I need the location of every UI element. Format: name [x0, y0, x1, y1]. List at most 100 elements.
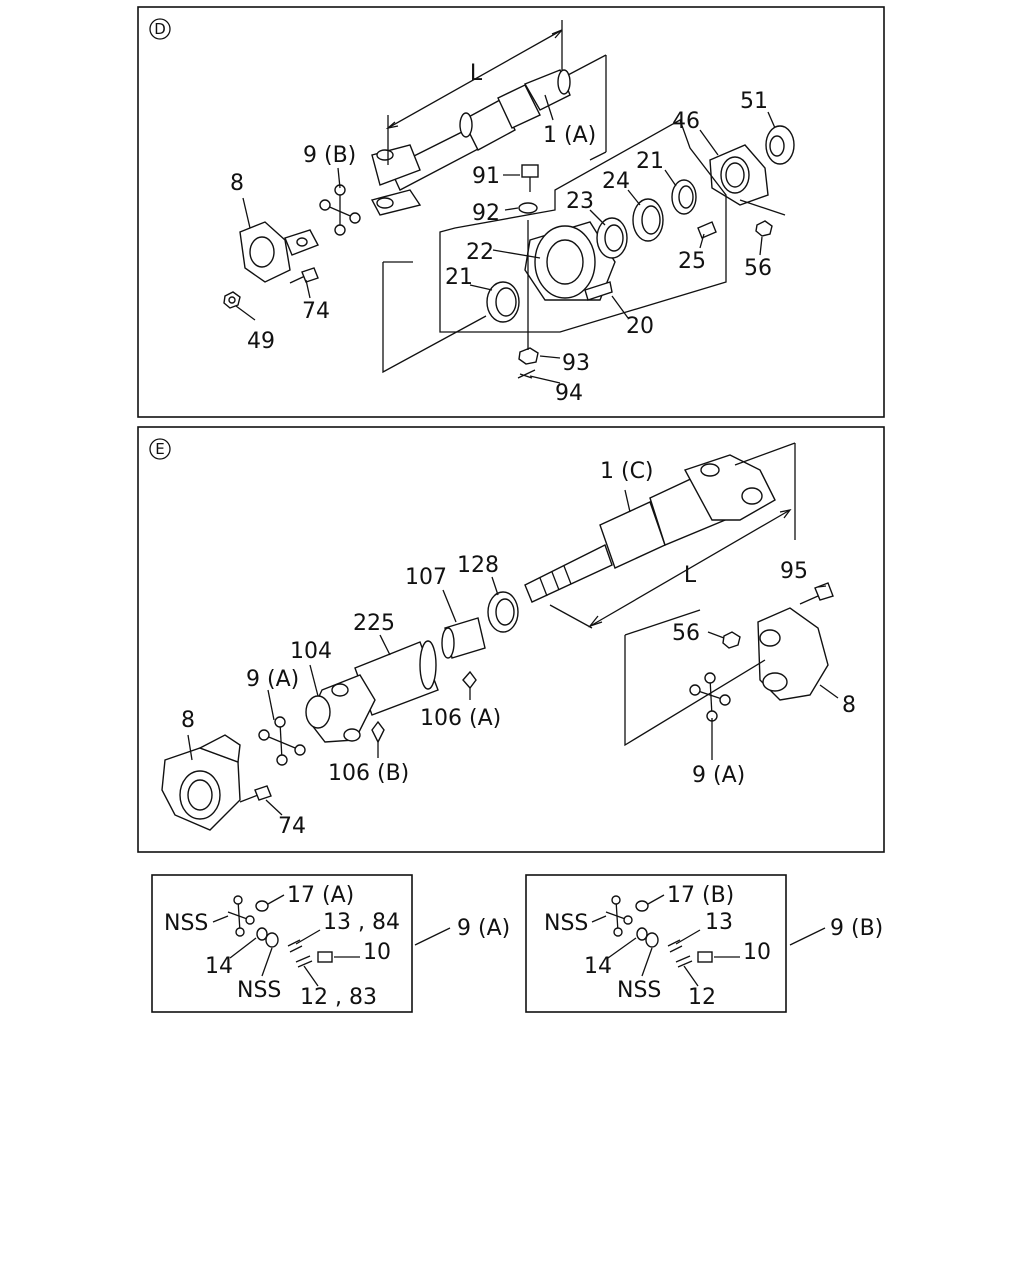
label-93: 93 — [562, 351, 590, 376]
grease-fitting-25 — [697, 221, 717, 239]
nut-56-d — [755, 220, 773, 237]
label-51: 51 — [740, 89, 768, 114]
label-8-right: 8 — [842, 693, 856, 718]
grease-fitting-106b — [371, 720, 385, 744]
label-94: 94 — [555, 381, 583, 406]
label-128: 128 — [457, 553, 499, 578]
sleeve-107 — [441, 617, 486, 659]
label-14-a: 14 — [205, 954, 233, 979]
label-nss-a-bottom: NSS — [237, 978, 281, 1003]
bolt-10-a — [317, 951, 333, 963]
label-10-b: 10 — [743, 940, 771, 965]
plate-13-b — [667, 939, 683, 953]
label-l-e: L — [684, 563, 697, 588]
label-107: 107 — [405, 565, 447, 590]
label-13-b: 13 — [705, 910, 733, 935]
washer-92 — [518, 202, 538, 214]
universal-joint-9a-right — [689, 672, 731, 722]
label-13-84: 13 , 84 — [323, 910, 400, 935]
plate-13-a — [287, 939, 303, 953]
seal-21-lower — [486, 281, 520, 323]
label-225: 225 — [353, 611, 395, 636]
nut-51 — [765, 125, 795, 165]
label-9a-right: 9 (A) — [692, 763, 745, 788]
label-22: 22 — [466, 240, 494, 265]
label-l-d: L — [470, 61, 483, 86]
label-9b-callout: 9 (B) — [830, 916, 883, 941]
section-e-marker: E — [155, 440, 164, 458]
center-bearing-20 — [524, 221, 616, 301]
kit-9a: 17 (A) NSS 13 , 84 14 10 NSS 12 , 83 9 (… — [151, 874, 510, 1013]
nut-93 — [518, 347, 539, 365]
label-nss-b-top: NSS — [544, 911, 588, 936]
bolt-74-d — [289, 267, 319, 284]
bolt-74-e — [239, 785, 272, 803]
dimension-l-d — [385, 20, 563, 165]
flange-yoke-46 — [709, 144, 769, 206]
universal-joint-9a-left — [258, 716, 306, 766]
label-21-lower: 21 — [445, 265, 473, 290]
label-49: 49 — [247, 329, 275, 354]
label-74-d: 74 — [302, 299, 330, 324]
cap-nss-b — [645, 932, 659, 948]
fitting-17b — [635, 900, 649, 912]
fitting-17a — [255, 900, 269, 912]
section-d-marker-circle — [149, 18, 171, 40]
label-46: 46 — [672, 109, 700, 134]
label-91: 91 — [472, 164, 500, 189]
flange-8-d — [239, 221, 319, 283]
section-d-frame — [137, 6, 885, 418]
label-104: 104 — [290, 639, 332, 664]
bolt-10-b — [697, 951, 713, 963]
label-106a: 106 (A) — [420, 706, 501, 731]
label-17a: 17 (A) — [287, 883, 354, 908]
plate-12-a — [295, 955, 313, 968]
nut-56-e — [722, 631, 741, 649]
cap-nss-a — [265, 932, 279, 948]
ring-128 — [487, 591, 519, 633]
seal-14-b — [636, 927, 648, 941]
label-8-d: 8 — [230, 171, 244, 196]
plug-104 — [305, 695, 331, 729]
label-nss-b-bottom: NSS — [617, 978, 661, 1003]
kit-9a-frame — [151, 874, 413, 1013]
label-10-a: 10 — [363, 940, 391, 965]
cross-nss-a — [227, 895, 255, 937]
label-9a-left: 9 (A) — [246, 667, 299, 692]
label-56-e: 56 — [672, 621, 700, 646]
flange-8-right — [757, 607, 829, 701]
grease-fitting-106a — [462, 670, 477, 690]
label-12-b: 12 — [688, 985, 716, 1010]
label-23: 23 — [566, 189, 594, 214]
seal-21-upper — [671, 179, 697, 215]
dimension-l-e — [549, 442, 796, 629]
bearing-23 — [596, 217, 628, 259]
label-8-left: 8 — [181, 708, 195, 733]
label-9a-callout: 9 (A) — [457, 916, 510, 941]
label-1c: 1 (C) — [600, 459, 654, 484]
nut-49 — [223, 291, 241, 309]
label-17b: 17 (B) — [667, 883, 734, 908]
label-25: 25 — [678, 249, 706, 274]
seal-14-a — [256, 927, 268, 941]
label-1a: 1 (A) — [543, 123, 596, 148]
bolt-91 — [521, 164, 539, 192]
label-20: 20 — [626, 314, 654, 339]
plate-12-b — [675, 955, 693, 968]
section-e: E L — [137, 426, 885, 853]
flange-8-left — [161, 734, 241, 831]
label-56-d: 56 — [744, 256, 772, 281]
ring-24 — [632, 198, 664, 242]
section-d: D L — [137, 6, 885, 418]
shaft-1c — [524, 454, 776, 603]
bolt-95 — [799, 582, 834, 605]
label-95: 95 — [780, 559, 808, 584]
label-24: 24 — [602, 169, 630, 194]
label-nss-a-top: NSS — [164, 911, 208, 936]
universal-joint-9b — [319, 184, 361, 236]
cross-nss-b — [605, 895, 633, 937]
label-92: 92 — [472, 201, 500, 226]
label-106b: 106 (B) — [328, 761, 409, 786]
yoke-225 — [307, 640, 439, 743]
